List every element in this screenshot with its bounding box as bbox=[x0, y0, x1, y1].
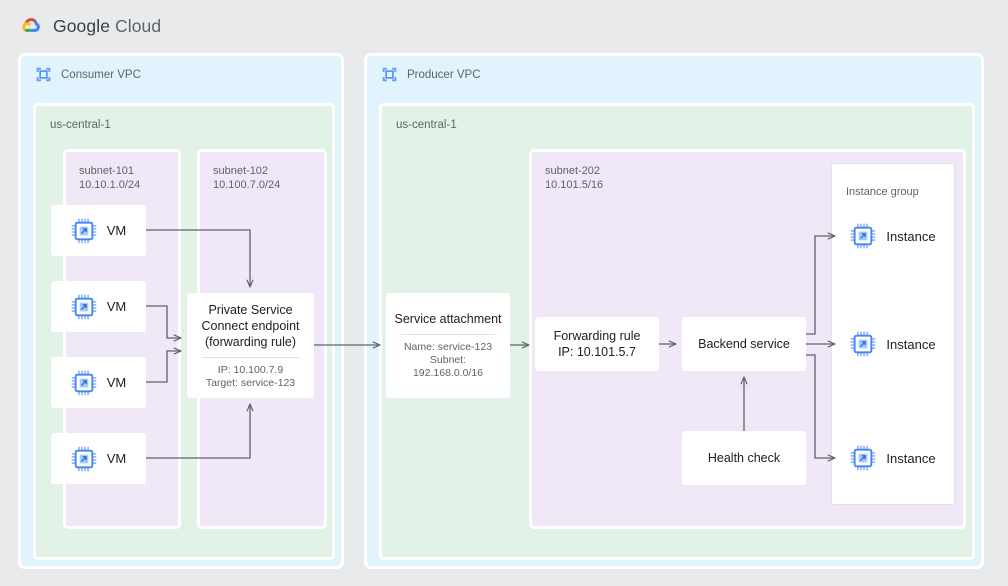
instance-label-3: Instance bbox=[886, 450, 936, 466]
forwarding-rule-node[interactable]: Forwarding rule IP: 10.101.5.7 bbox=[535, 317, 659, 371]
instance-label-1: Instance bbox=[886, 228, 936, 244]
vpc-network-icon bbox=[382, 67, 397, 82]
backend-service-node[interactable]: Backend service bbox=[682, 317, 806, 371]
instance-group-label: Instance group bbox=[846, 186, 919, 198]
service-attachment-title: Service attachment bbox=[394, 312, 502, 326]
instance-node-2[interactable]: Instance bbox=[841, 317, 945, 371]
cpu-chip-icon bbox=[851, 331, 876, 357]
subnet-101-label: subnet-101 10.10.1.0/24 bbox=[79, 164, 140, 192]
producer-region-label: us-central-1 bbox=[396, 119, 457, 131]
subnet-202-label: subnet-202 10.101.5/16 bbox=[545, 164, 603, 192]
cpu-chip-icon bbox=[71, 294, 97, 319]
service-attachment-node[interactable]: Service attachment Name: service-123 Sub… bbox=[386, 293, 510, 398]
consumer-vpc-label: Consumer VPC bbox=[61, 68, 141, 81]
service-attachment-divider bbox=[400, 334, 496, 335]
forwarding-rule-title: Forwarding rule IP: 10.101.5.7 bbox=[553, 329, 641, 359]
psc-endpoint-title: Private Service Connect endpoint (forwar… bbox=[201, 302, 300, 349]
psc-endpoint-divider bbox=[202, 356, 299, 358]
subnet-101-name: subnet-101 bbox=[79, 165, 135, 177]
subnet-101-cidr: 10.10.1.0/24 bbox=[79, 179, 141, 191]
subnet-102-name: subnet-102 bbox=[213, 165, 269, 177]
instance-label-2: Instance bbox=[886, 336, 936, 352]
brand-google: Google bbox=[53, 15, 111, 36]
subnet-102-cidr: 10.100.7.0/24 bbox=[213, 179, 281, 191]
vpc-network-icon bbox=[36, 67, 51, 82]
subnet-102-label: subnet-102 10.100.7.0/24 bbox=[213, 164, 280, 192]
vm-node-4[interactable]: VM bbox=[51, 433, 146, 484]
health-check-node[interactable]: Health check bbox=[682, 431, 806, 485]
subnet-202-name: subnet-202 bbox=[545, 165, 601, 177]
cpu-chip-icon bbox=[71, 370, 97, 395]
cpu-chip-icon bbox=[71, 218, 97, 243]
instance-node-3[interactable]: Instance bbox=[841, 431, 945, 485]
producer-vpc-header: Producer VPC bbox=[381, 66, 481, 83]
brand-text: Google Cloud bbox=[53, 16, 161, 37]
brand-cloud: Cloud bbox=[115, 15, 162, 36]
psc-endpoint-details: IP: 10.100.7.9 Target: service-123 bbox=[205, 363, 296, 389]
subnet-202-cidr: 10.101.5/16 bbox=[545, 179, 604, 191]
backend-service-title: Backend service bbox=[698, 337, 790, 351]
vm-label-1: VM bbox=[106, 223, 127, 238]
psc-endpoint-node[interactable]: Private Service Connect endpoint (forwar… bbox=[187, 293, 314, 398]
google-cloud-logo-icon bbox=[22, 18, 40, 32]
consumer-vpc-header: Consumer VPC bbox=[35, 66, 141, 83]
cpu-chip-icon bbox=[851, 445, 876, 471]
cpu-chip-icon bbox=[71, 446, 97, 471]
vm-node-3[interactable]: VM bbox=[51, 357, 146, 408]
google-cloud-logo: Google Cloud bbox=[18, 12, 161, 40]
vm-node-2[interactable]: VM bbox=[51, 281, 146, 332]
cpu-chip-icon bbox=[851, 223, 876, 249]
service-attachment-details: Name: service-123 Subnet: 192.168.0.0/16 bbox=[403, 341, 493, 379]
consumer-region-label: us-central-1 bbox=[50, 119, 111, 131]
vm-label-2: VM bbox=[106, 299, 127, 314]
vm-label-4: VM bbox=[106, 451, 127, 466]
producer-vpc-label: Producer VPC bbox=[407, 68, 481, 81]
vm-node-1[interactable]: VM bbox=[51, 205, 146, 256]
instance-node-1[interactable]: Instance bbox=[841, 209, 945, 263]
vm-label-3: VM bbox=[106, 375, 127, 390]
health-check-title: Health check bbox=[707, 451, 781, 465]
